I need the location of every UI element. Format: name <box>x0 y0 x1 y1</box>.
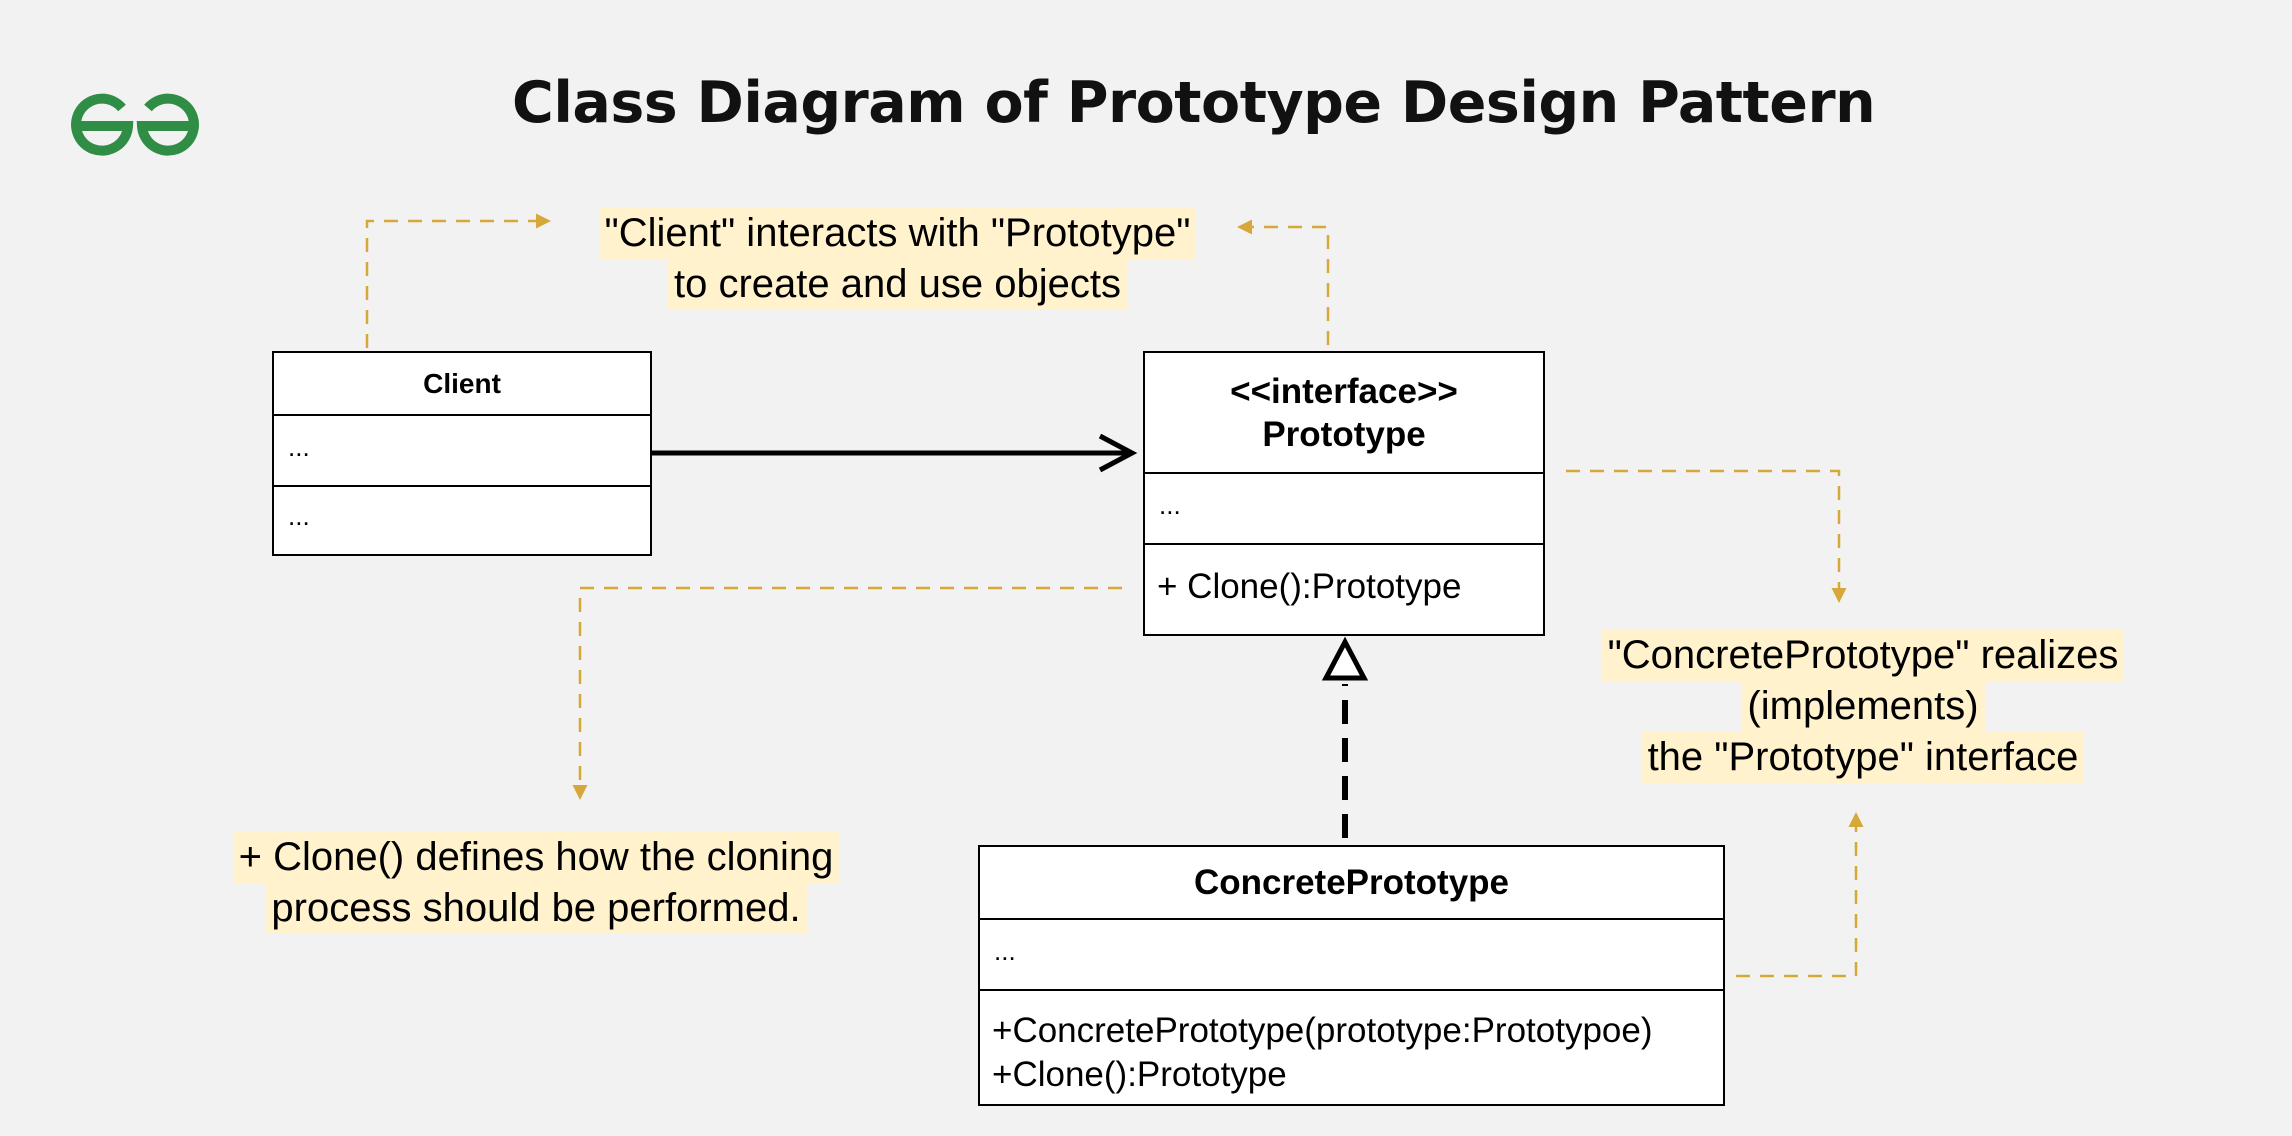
realization-arrow <box>1321 636 1369 838</box>
concrete-prototype-method-constructor: +ConcretePrototype(prototype:Prototypoe) <box>992 1011 1653 1050</box>
diagram-title: Class Diagram of Prototype Design Patter… <box>512 70 1876 136</box>
prototype-interface: <<interface>> Prototype ... + Clone():Pr… <box>1143 351 1545 636</box>
concrete-prototype-attributes-text: ... <box>994 936 1016 966</box>
prototype-attributes: ... <box>1145 472 1543 543</box>
realization-note-connector <box>1566 469 1847 603</box>
clone-note-line-2: process should be performed. <box>265 883 807 934</box>
client-attributes-text: ... <box>288 432 310 462</box>
realization-note: "ConcretePrototype" realizes (implements… <box>1568 630 2158 783</box>
prototype-methods: + Clone():Prototype <box>1145 543 1543 634</box>
realization-note-line-1: "ConcretePrototype" realizes <box>1601 630 2125 681</box>
clone-note: + Clone() defines how the cloning proces… <box>216 832 856 934</box>
prototype-name: Prototype <box>1262 414 1426 454</box>
geeksforgeeks-logo-icon <box>71 93 199 156</box>
clone-note-line-1: + Clone() defines how the cloning <box>232 832 840 883</box>
prototype-attributes-text: ... <box>1159 490 1181 520</box>
realization-note-line-3: the "Prototype" interface <box>1641 732 2085 783</box>
concrete-prototype-class: ConcretePrototype ... +ConcretePrototype… <box>978 845 1725 1106</box>
interaction-note-line-2: to create and use objects <box>668 259 1127 310</box>
concrete-prototype-header: ConcretePrototype <box>980 847 1723 918</box>
concrete-prototype-name: ConcretePrototype <box>1193 862 1510 902</box>
client-methods: ... <box>274 485 650 554</box>
concrete-prototype-methods: +ConcretePrototype(prototype:Prototypoe)… <box>980 989 1723 1104</box>
prototype-header: <<interface>> Prototype <box>1145 353 1543 472</box>
prototype-note-connector <box>1237 219 1330 345</box>
association-arrow <box>651 433 1138 473</box>
client-name-label: Client <box>423 367 501 399</box>
prototype-method-clone: + Clone():Prototype <box>1157 567 1462 606</box>
client-note-connector <box>365 213 551 348</box>
client-class-name: Client <box>274 353 650 414</box>
concrete-prototype-attributes: ... <box>980 918 1723 989</box>
client-attributes: ... <box>274 414 650 485</box>
concrete-note-connector <box>1736 812 1864 978</box>
interaction-note-line-1: "Client" interacts with "Prototype" <box>598 208 1197 259</box>
prototype-stereotype: <<interface>> <box>1230 371 1458 411</box>
client-methods-text: ... <box>288 501 310 531</box>
interaction-note: "Client" interacts with "Prototype" to c… <box>560 208 1235 310</box>
client-class: Client ... ... <box>272 351 652 556</box>
clone-note-connector <box>572 586 1122 800</box>
concrete-prototype-method-clone: +Clone():Prototype <box>992 1055 1287 1094</box>
realization-note-line-2: (implements) <box>1741 681 1985 732</box>
